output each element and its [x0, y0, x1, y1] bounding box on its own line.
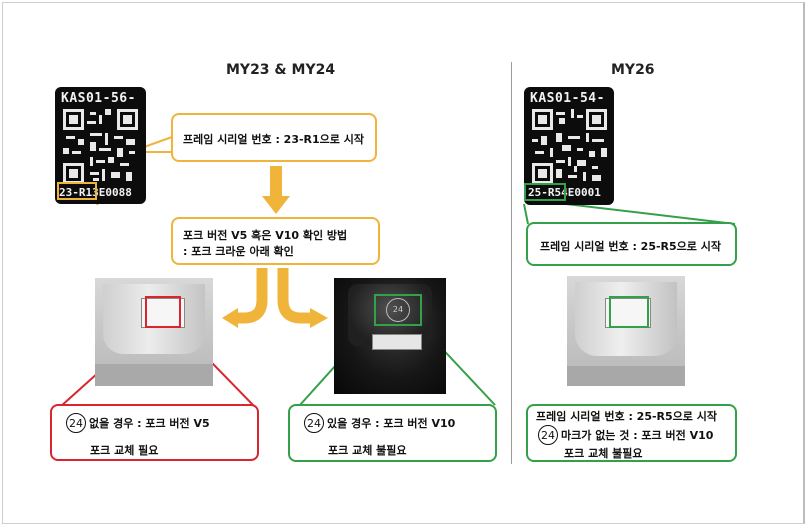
fork-sticker [141, 298, 185, 328]
callout-text-line3: 포크 교체 불필요 [564, 447, 643, 460]
callout-text-line2: 포크 교체 불필요 [328, 444, 407, 457]
callout-text-line2: : 포크 크라운 아래 확인 [183, 245, 294, 258]
callout-left-serial: 프레임 시리얼 번호 : 23-R1으로 시작 [171, 113, 377, 162]
callout-text-line1: 포크 버전 V5 혹은 V10 확인 방법 [183, 229, 348, 242]
fork-crown-photo-v10: 24 [334, 278, 446, 394]
qr-code-icon [63, 109, 138, 184]
callout-text: 프레임 시리얼 번호 : 25-R5으로 시작 [540, 240, 721, 253]
callout-right-serial: 프레임 시리얼 번호 : 25-R5으로 시작 [526, 222, 737, 266]
fork-sticker [372, 334, 422, 350]
fork-crown-photo-my26 [567, 276, 685, 386]
serial-prefix-highlight [524, 183, 566, 201]
frame-serial-label-right: KAS01-54- 25-R54E0001 [524, 87, 614, 205]
callout-text-line1: 24 있을 경우 : 포크 버전 V10 [304, 413, 455, 433]
section-divider [511, 62, 512, 464]
callout-check-method: 포크 버전 V5 혹은 V10 확인 방법 : 포크 크라운 아래 확인 [171, 217, 380, 265]
circled-24-icon: 24 [304, 413, 324, 433]
serial-prefix-highlight [57, 182, 97, 200]
circled-24-icon: 24 [538, 425, 558, 445]
callout-v10: 24 있을 경우 : 포크 버전 V10 포크 교체 불필요 [288, 404, 497, 462]
circled-24-icon: 24 [386, 298, 410, 322]
label-model-text: KAS01-54- [530, 91, 605, 106]
qr-code-icon [532, 109, 607, 184]
callout-v5: 24 없을 경우 : 포크 버전 V5 포크 교체 필요 [50, 404, 259, 461]
heading-my26: MY26 [611, 62, 655, 78]
callout-text-line2: 포크 교체 필요 [90, 444, 159, 457]
callout-text-line2: 24 마크가 없는 것 : 포크 버전 V10 [538, 425, 713, 445]
crown-highlight [609, 296, 649, 328]
fork-crown-photo-v5 [95, 278, 213, 386]
crown-highlight [374, 294, 422, 326]
callout-text: 프레임 시리얼 번호 : 23-R1으로 시작 [183, 133, 364, 146]
circled-24-icon: 24 [66, 413, 86, 433]
heading-my23-my24: MY23 & MY24 [226, 62, 336, 78]
frame-serial-label-left: KAS01-56- 23-R13E0088 [55, 87, 146, 204]
callout-my26-fork: 프레임 시리얼 번호 : 25-R5으로 시작 24 마크가 없는 것 : 포크… [526, 404, 737, 462]
label-model-text: KAS01-56- [61, 91, 136, 106]
crown-highlight [145, 296, 181, 328]
fork-sticker [605, 298, 651, 328]
callout-text-line1: 프레임 시리얼 번호 : 25-R5으로 시작 [536, 410, 717, 423]
callout-text-line1: 24 없을 경우 : 포크 버전 V5 [66, 413, 210, 433]
